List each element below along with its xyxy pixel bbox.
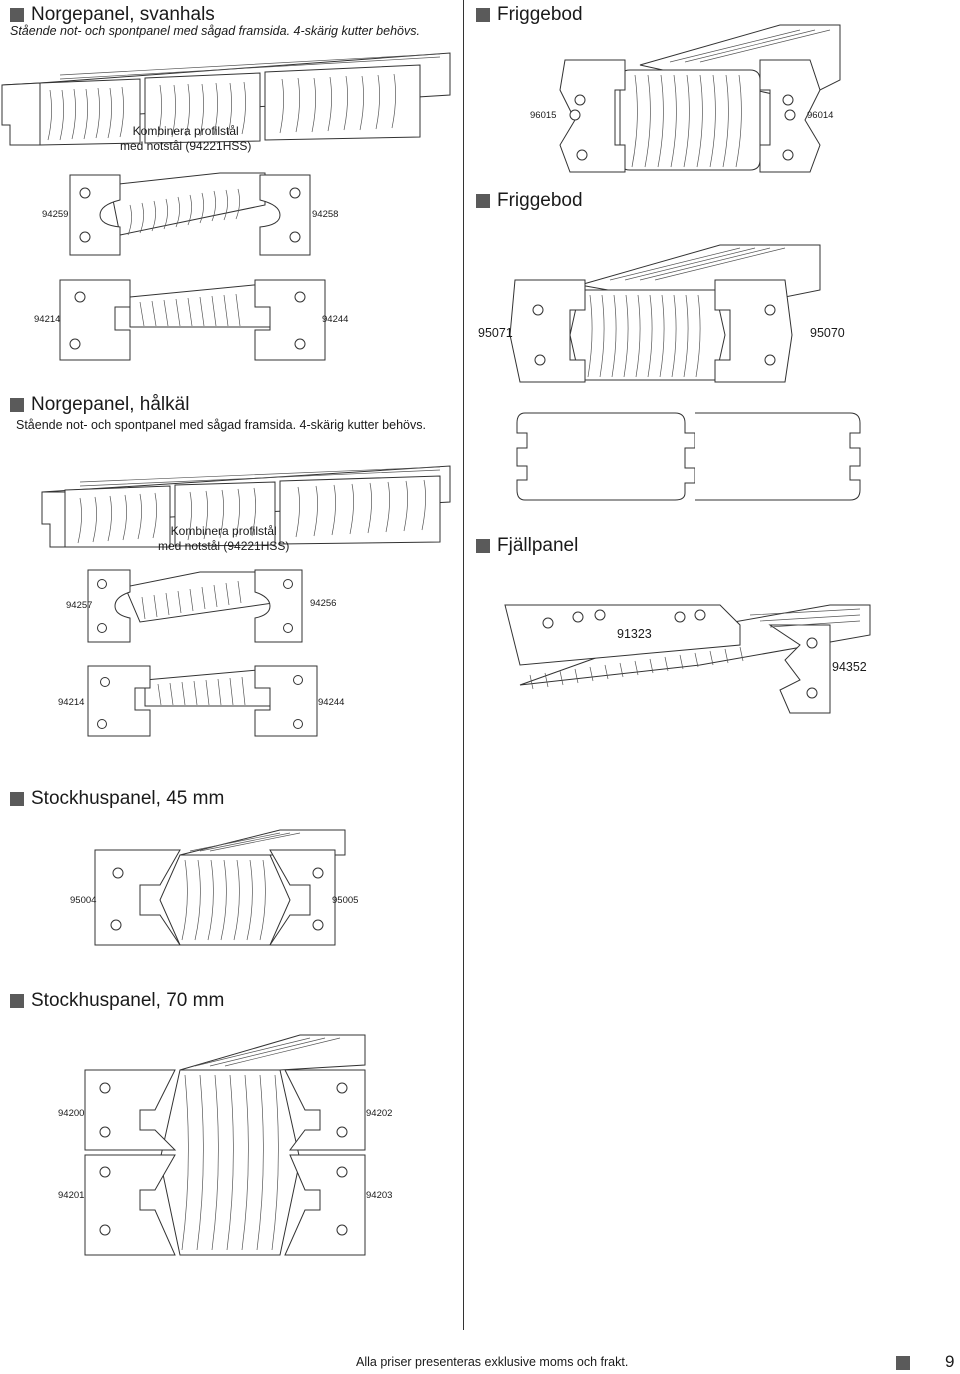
section-title-friggebod-2: Friggebod [476,190,583,212]
section-title-stockhus45: Stockhuspanel, 45 mm [10,788,224,810]
cutter-pair-94257-94256 [87,569,303,643]
stockhus70-illustration [84,1034,366,1256]
cutter-code: 94259 [42,209,69,220]
cutter-code: 94256 [310,598,337,609]
section-title-svanhals: Norgepanel, svanhals [10,4,215,26]
cutter-code: 91323 [617,627,652,641]
cutter-pair-94214-94244-halkal [87,665,318,737]
cutter-code: 94244 [318,697,345,708]
cutter-code: 94201 [58,1190,85,1201]
svanhals-note: Kombinera profilstål med notstål (94221H… [120,124,252,153]
cutter-code: 95070 [810,326,845,340]
cutter-code: 94200 [58,1108,85,1119]
fjallpanel-illustration [504,604,871,714]
section-title-friggebod-1: Friggebod [476,4,583,26]
footer-text: Alla priser presenteras exklusive moms o… [356,1355,629,1369]
section-title-fjallpanel: Fjällpanel [476,535,578,557]
cutter-code: 94257 [66,600,93,611]
svanhals-panel-illustration [1,52,451,146]
section-marker-icon [10,8,24,22]
cutter-code: 94244 [322,314,349,325]
section-subtitle-halkal: Stående not- och spontpanel med sågad fr… [16,418,426,432]
friggebod-profile-outline [516,412,861,501]
footer-marker-icon [896,1356,910,1370]
cutter-code: 94214 [58,697,85,708]
cutter-code: 94203 [366,1190,393,1201]
cutter-pair-94259-94258 [69,172,311,256]
section-title-stockhus70: Stockhuspanel, 70 mm [10,990,224,1012]
stockhus45-illustration [94,829,346,946]
cutter-code: 94352 [832,660,867,674]
section-marker-icon [10,994,24,1008]
section-marker-icon [10,398,24,412]
halkal-note: Kombinera profilstål med notstål (94221H… [158,524,290,553]
section-marker-icon [476,539,490,553]
section-marker-icon [476,194,490,208]
friggebod-2-illustration [509,244,821,383]
friggebod-1-illustration [559,24,841,173]
cutter-code: 96014 [807,110,834,121]
halkal-panel-illustration [41,465,451,548]
cutter-code: 95004 [70,895,97,906]
cutter-code: 95071 [478,326,513,340]
cutter-pair-94214-94244 [59,279,326,361]
section-marker-icon [476,8,490,22]
cutter-code: 96015 [530,110,557,121]
cutter-code: 94202 [366,1108,393,1119]
page-number: 9 [945,1352,955,1371]
section-marker-icon [10,792,24,806]
column-divider [463,0,464,1330]
cutter-code: 95005 [332,895,359,906]
cutter-code: 94214 [34,314,61,325]
cutter-code: 94258 [312,209,339,220]
section-title-halkal: Norgepanel, hålkäl [10,394,189,416]
section-subtitle-svanhals: Stående not- och spontpanel med sågad fr… [10,24,420,38]
